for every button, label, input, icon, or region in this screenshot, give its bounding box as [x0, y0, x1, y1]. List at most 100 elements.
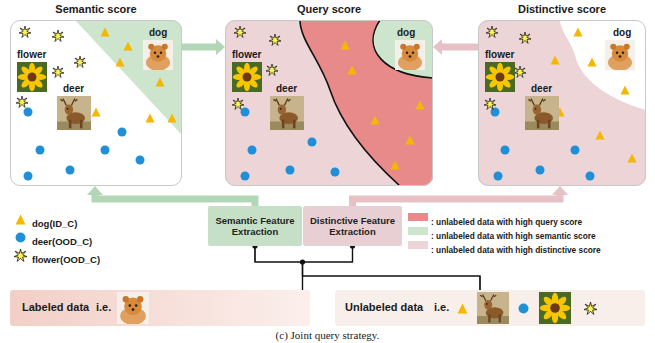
data-point — [501, 146, 510, 155]
legend-item: : unlabeled data with high distinctive s… — [431, 239, 601, 257]
process-box: Distinctive Feature Extraction — [303, 206, 402, 246]
data-point — [514, 66, 526, 78]
data-point — [341, 41, 350, 50]
class-label: deer — [531, 83, 552, 95]
data-point — [248, 146, 257, 155]
panel-title: Distinctive score — [479, 3, 645, 16]
flower-photo — [539, 292, 571, 324]
legend-item: deer(OOD_C) — [32, 231, 92, 249]
data-point — [269, 34, 281, 46]
class-label: deer — [276, 83, 297, 95]
data-points — [16, 26, 177, 181]
data-point — [136, 156, 145, 165]
figure-caption: (c) Joint query strategy. — [0, 329, 655, 342]
region-boundary — [300, 20, 400, 186]
score-panel: Distinctive scoreflowerdeerdog — [478, 20, 646, 186]
score-panel: Query scoreflowerdeerdog — [225, 20, 433, 186]
class-label: dog — [149, 27, 167, 39]
data-points — [232, 26, 425, 181]
distinctive-region — [225, 20, 433, 186]
data-point — [628, 154, 637, 163]
deer-photo — [477, 292, 509, 324]
dog-photo — [117, 292, 149, 325]
legend-item: flower(OOD_C) — [32, 249, 100, 267]
data-point — [232, 98, 244, 110]
semantic-panel-art — [10, 20, 182, 186]
semantic-region — [75, 20, 182, 135]
legend-item: dog(ID_C) — [32, 213, 77, 231]
deer-photo — [525, 96, 559, 130]
process-box: Semantic Feature Extraction — [208, 206, 302, 246]
data-point — [536, 166, 545, 175]
legend-item: : unlabeled data with high query score — [431, 211, 582, 229]
data-point — [586, 172, 595, 181]
query-region — [300, 20, 433, 186]
data-point — [519, 304, 529, 314]
data-bar: Unlabeled data i.e. — [335, 290, 645, 326]
box-label: Distinctive Feature Extraction — [306, 215, 399, 237]
data-bar: Labeled data i.e. — [10, 290, 310, 326]
data-point — [52, 66, 64, 78]
data-point — [348, 66, 357, 75]
data-point — [19, 26, 31, 38]
data-point — [494, 172, 503, 181]
data-point — [146, 114, 155, 123]
data-point — [391, 161, 400, 170]
class-label: flower — [485, 49, 514, 61]
query-panel-art — [225, 20, 433, 186]
data-point — [116, 58, 125, 67]
flower-photo — [17, 62, 47, 92]
dog-photo — [605, 40, 635, 71]
connector-line — [255, 246, 303, 290]
data-point — [484, 98, 496, 110]
legend-item: : unlabeled data with high semantic scor… — [431, 225, 596, 243]
class-label: flower — [17, 49, 46, 61]
distinctive-region — [478, 20, 646, 186]
class-label: dog — [613, 27, 631, 39]
bar-label: i.e. — [96, 301, 111, 314]
data-point — [234, 26, 246, 38]
data-point — [168, 114, 177, 123]
connector-line — [303, 246, 353, 290]
bar-label: i.e. — [434, 301, 449, 314]
data-point — [66, 166, 75, 175]
legend-label: deer(OOD_C) — [32, 236, 92, 247]
connector-arrow — [182, 44, 216, 51]
data-point — [551, 56, 560, 65]
bar-ground — [10, 290, 310, 326]
class-label: dog — [397, 27, 415, 39]
data-point — [458, 304, 468, 314]
legend-swatch — [408, 227, 428, 235]
data-point — [101, 28, 110, 37]
class-label: deer — [63, 83, 84, 95]
deer-photo — [57, 96, 91, 130]
legend-symbol — [14, 249, 27, 261]
data-point — [308, 138, 317, 147]
data-point — [406, 136, 415, 145]
data-point — [74, 56, 86, 68]
data-point — [621, 86, 630, 95]
flower-photo — [232, 62, 262, 92]
panel-title: Semantic score — [11, 3, 181, 16]
legend-symbol — [16, 215, 26, 225]
bar-label: Labeled data — [22, 301, 89, 314]
legend-label: : unlabeled data with high distinctive s… — [431, 245, 601, 255]
data-point — [286, 166, 295, 175]
legend-label: : unlabeled data with high semantic scor… — [431, 231, 596, 241]
dog-photo — [395, 40, 425, 71]
junction-dot — [300, 259, 305, 264]
panel-title: Query score — [226, 3, 432, 16]
data-point — [331, 168, 340, 177]
bar-ground — [335, 290, 645, 326]
data-point — [156, 78, 165, 87]
bar-label: Unlabeled data — [345, 301, 423, 314]
data-point — [571, 146, 580, 155]
data-point — [24, 108, 33, 117]
data-point — [241, 108, 250, 117]
data-point — [124, 42, 133, 51]
legend-label: flower(OOD_C) — [32, 254, 100, 265]
data-point — [574, 28, 583, 37]
data-point — [519, 32, 531, 44]
